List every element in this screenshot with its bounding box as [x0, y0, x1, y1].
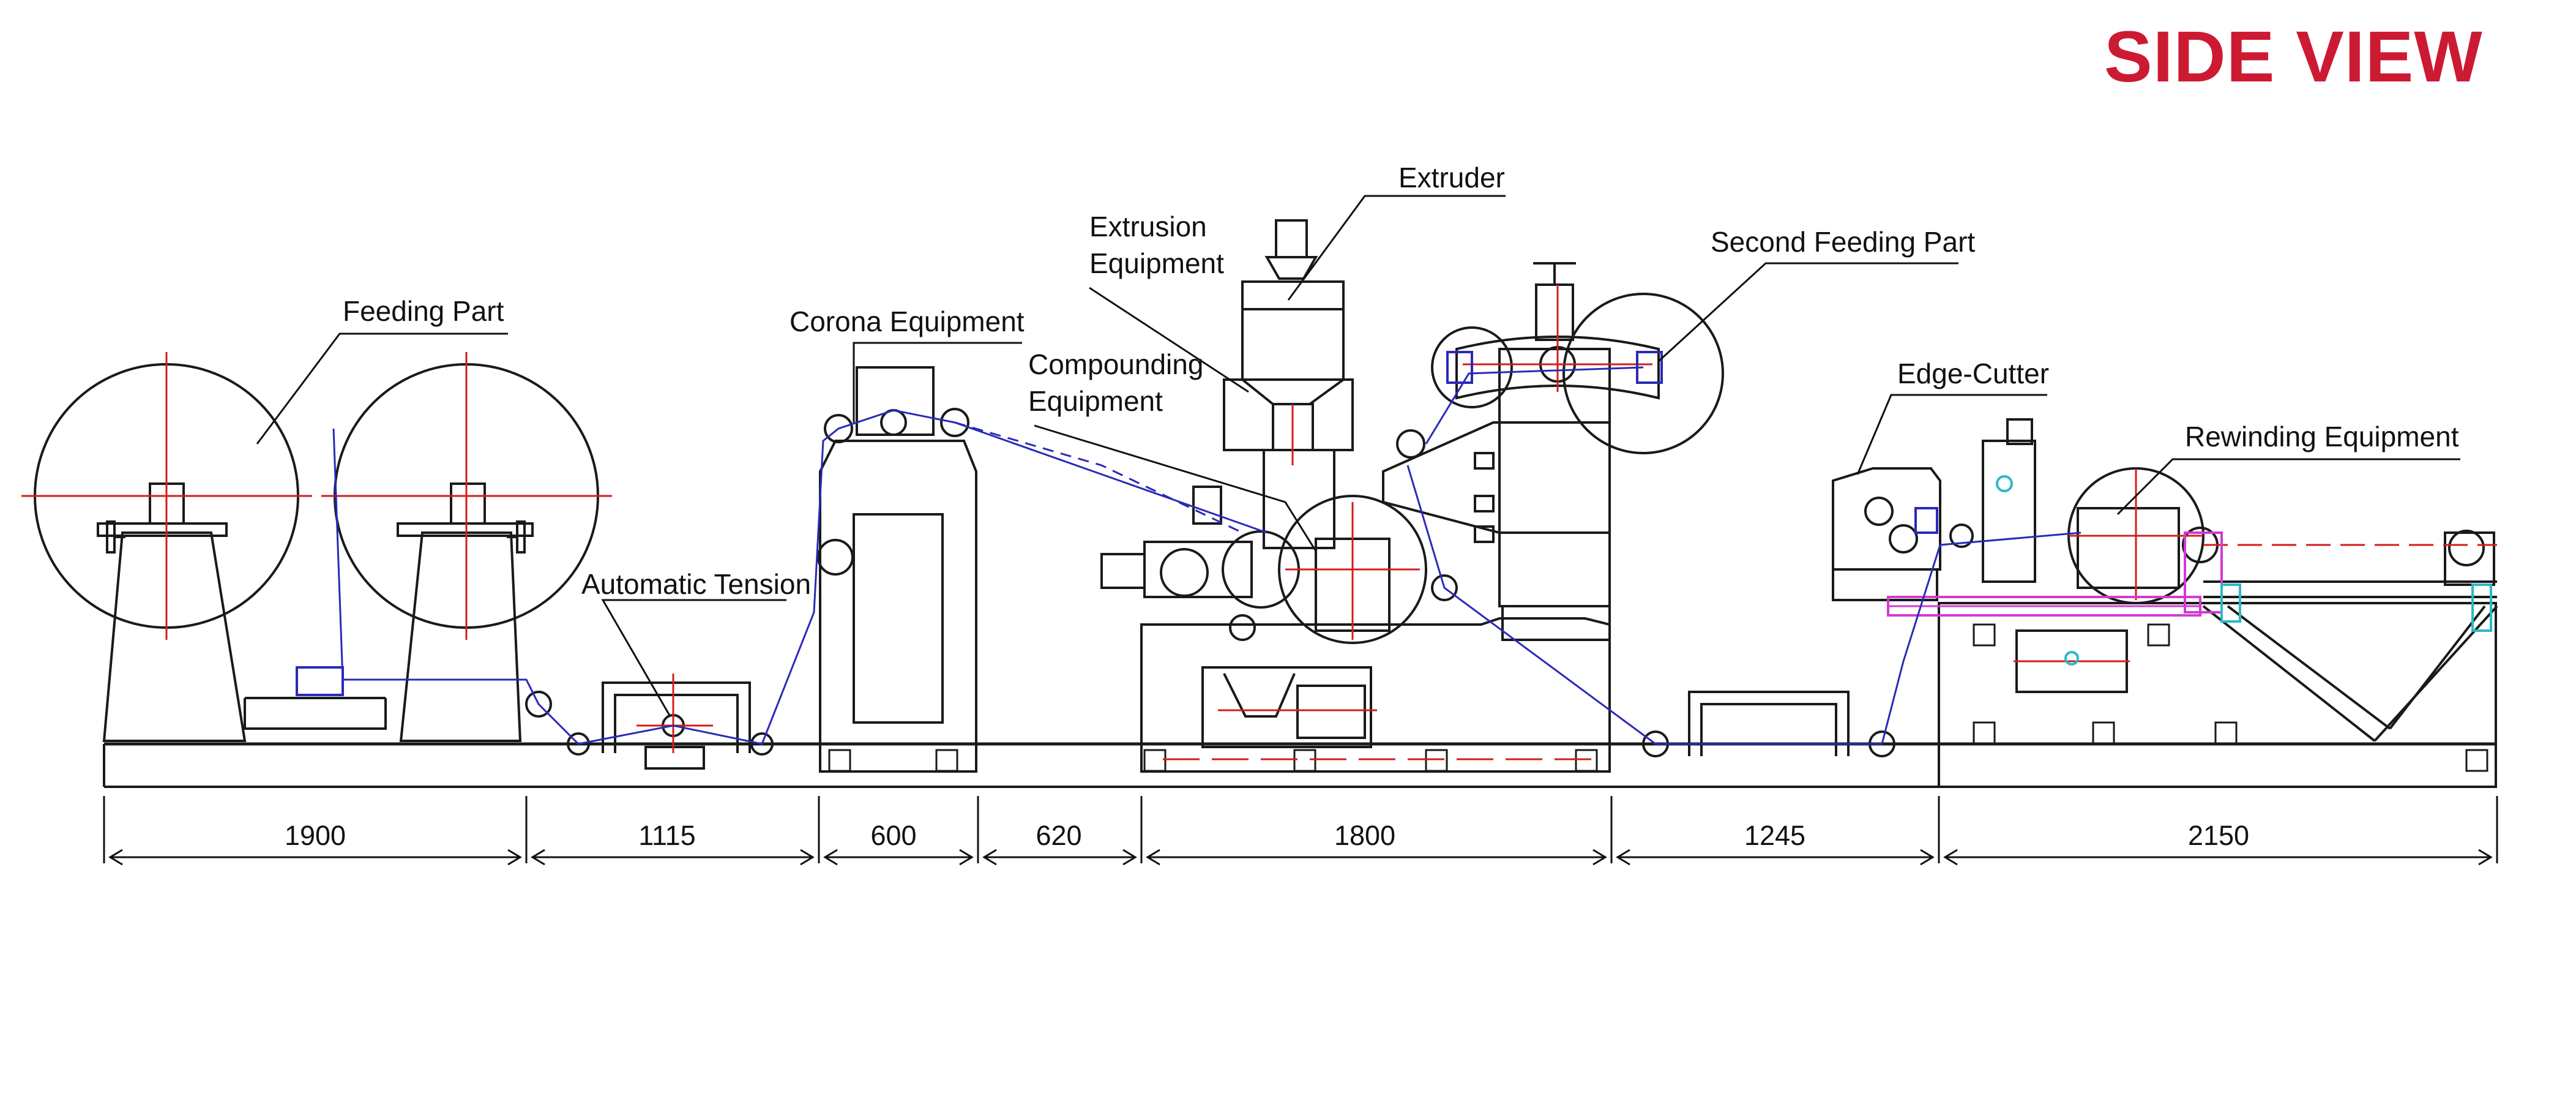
dimension-corona: 600 [870, 820, 917, 851]
label-extruder: Extruder [1398, 162, 1505, 193]
web-path [296, 351, 2081, 745]
rewinder-arms [1887, 475, 2492, 666]
rewinding [1938, 418, 2498, 788]
label-compounding-line2: Equipment [1028, 385, 1163, 417]
corona-cabinet [817, 366, 977, 773]
leader-lines [256, 195, 2460, 717]
feeding-reels [34, 363, 599, 742]
dimension-extrusion: 1800 [1334, 820, 1396, 851]
label-second-feeding-part: Second Feeding Part [1711, 226, 1976, 258]
label-rewinding-equipment: Rewinding Equipment [2185, 421, 2459, 452]
edge-cutter [1832, 467, 1974, 787]
middle-rollers [1642, 691, 1895, 757]
label-automatic-tension: Automatic Tension [581, 568, 812, 600]
label-edge-cutter: Edge-Cutter [1897, 358, 2050, 389]
dimension-middle: 1245 [1744, 820, 1806, 851]
label-corona-equipment: Corona Equipment [790, 306, 1025, 337]
dimension-rewinding: 2150 [2187, 820, 2250, 851]
label-feeding-part: Feeding Part [343, 295, 504, 327]
diagram-title: SIDE VIEW [2104, 17, 2483, 97]
dimension-tension: 1115 [638, 820, 696, 851]
label-extrusion-line2: Equipment [1089, 247, 1224, 279]
dimension-feeding: 1900 [284, 820, 346, 851]
label-compounding-line1: Compounding [1028, 348, 1204, 380]
label-extrusion-line1: Extrusion [1089, 211, 1207, 242]
dimension-lines [103, 796, 2498, 866]
second-feeding [1431, 262, 1724, 454]
extrusion-block [1100, 219, 1611, 773]
base-bolts [828, 623, 2488, 772]
dimension-gap: 620 [1036, 820, 1082, 851]
